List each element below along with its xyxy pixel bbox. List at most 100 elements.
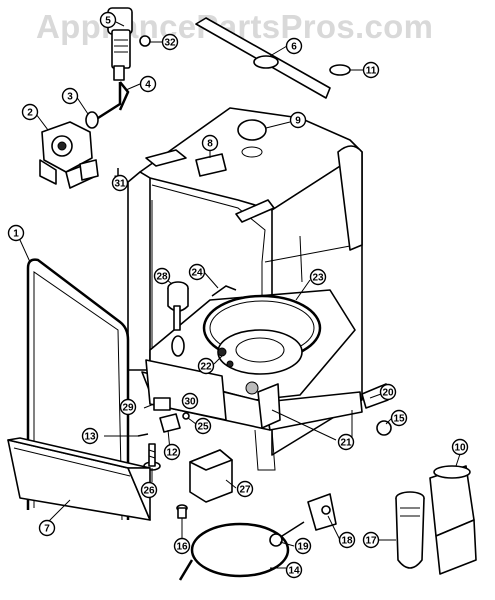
nut [182, 412, 190, 420]
hinge-bracket-right [235, 199, 275, 223]
callout-number: 23 [312, 273, 324, 284]
callout-number: 4 [145, 80, 151, 91]
callout-bubble [309, 268, 327, 286]
callout-number: 25 [197, 422, 209, 433]
callout-bubble [99, 11, 117, 29]
callout-bubble [201, 134, 219, 152]
callout-25: 25 [194, 417, 212, 435]
callout-number: 17 [365, 536, 377, 547]
callout-number: 27 [239, 485, 251, 496]
callout-bubble [7, 224, 25, 242]
drain-hose [190, 522, 290, 578]
callout-bubble [119, 398, 137, 416]
callout-3: 3 [61, 87, 79, 105]
drain-bracket [257, 383, 281, 429]
side-clamp [376, 420, 392, 436]
fill-funnel [107, 7, 133, 81]
callout-number: 22 [200, 362, 212, 373]
callout-number: 6 [291, 42, 297, 53]
bracket-clip [153, 397, 171, 411]
callout-number: 13 [84, 432, 96, 443]
callout-number: 2 [27, 108, 33, 119]
callout-bubble [81, 427, 99, 445]
drain-pump [189, 449, 233, 503]
hose-clamp [85, 111, 99, 129]
screw-13 [137, 433, 149, 437]
callout-number: 21 [340, 438, 352, 449]
callout-number: 16 [176, 542, 188, 553]
callout-13: 13 [81, 427, 99, 445]
toe-panel [7, 437, 151, 521]
small-bracket [159, 413, 181, 433]
callout-number: 32 [164, 38, 176, 49]
callout-32: 32 [161, 33, 179, 51]
callout-24: 24 [188, 263, 206, 281]
tub-bracket [195, 153, 227, 177]
hinge-bracket-left [145, 149, 187, 167]
clamp-arm [281, 521, 305, 537]
callout-bubble [285, 561, 303, 579]
inlet-hose [97, 82, 122, 120]
callout-bubble [194, 417, 212, 435]
callout-number: 5 [105, 16, 111, 27]
callout-number: 30 [184, 397, 196, 408]
callout-11: 11 [362, 61, 380, 79]
callout-number: 11 [366, 66, 377, 77]
callout-number: 26 [143, 486, 155, 497]
callout-29: 29 [119, 398, 137, 416]
callout-bubble [139, 75, 157, 93]
callout-bubble [61, 87, 79, 105]
callout-8: 8 [201, 134, 219, 152]
leader-lines [19, 21, 461, 569]
callout-bubble [163, 443, 181, 461]
callout-4: 4 [139, 75, 157, 93]
callout-number: 18 [341, 536, 353, 547]
callout-number: 7 [44, 524, 50, 535]
callout-31: 31 [111, 174, 129, 192]
callout-bubble [362, 531, 380, 549]
callout-number: 1 [13, 229, 19, 240]
callout-5: 5 [99, 11, 117, 29]
leveling-leg [143, 443, 161, 471]
callout-bubble [337, 433, 355, 451]
callout-bubble [140, 481, 158, 499]
callout-7: 7 [38, 519, 56, 537]
element-terminal [211, 285, 237, 297]
callout-16: 16 [173, 537, 191, 555]
callout-number: 31 [114, 179, 126, 190]
upper-spray-arm [195, 17, 331, 99]
callout-6: 6 [285, 37, 303, 55]
callout-bubble [338, 531, 356, 549]
gasket-ring [329, 64, 351, 76]
callout-bubble [451, 438, 469, 456]
callout-bubble [38, 519, 56, 537]
callout-bubble [285, 37, 303, 55]
callout-17: 17 [362, 531, 380, 549]
callout-21: 21 [337, 433, 355, 451]
callout-number: 12 [166, 448, 178, 459]
callout-number: 24 [191, 268, 203, 279]
callout-bubble [161, 33, 179, 51]
inlet-hose-body [118, 81, 130, 111]
vent-connector [237, 119, 267, 141]
callout-2: 2 [21, 103, 39, 121]
callout-number: 9 [295, 116, 301, 127]
callout-19: 19 [294, 537, 312, 555]
callout-bubble [197, 357, 215, 375]
callout-number: 15 [393, 414, 405, 425]
callout-23: 23 [309, 268, 327, 286]
callout-20: 20 [379, 383, 397, 401]
callout-bubble [379, 383, 397, 401]
drain-hose-end [178, 559, 194, 581]
callout-number: 20 [382, 388, 394, 399]
callout-9: 9 [289, 111, 307, 129]
callout-30: 30 [181, 392, 199, 410]
callout-15: 15 [390, 409, 408, 427]
callout-bubble [173, 537, 191, 555]
callout-27: 27 [236, 480, 254, 498]
callout-22: 22 [197, 357, 215, 375]
detergent-cup [429, 465, 477, 575]
